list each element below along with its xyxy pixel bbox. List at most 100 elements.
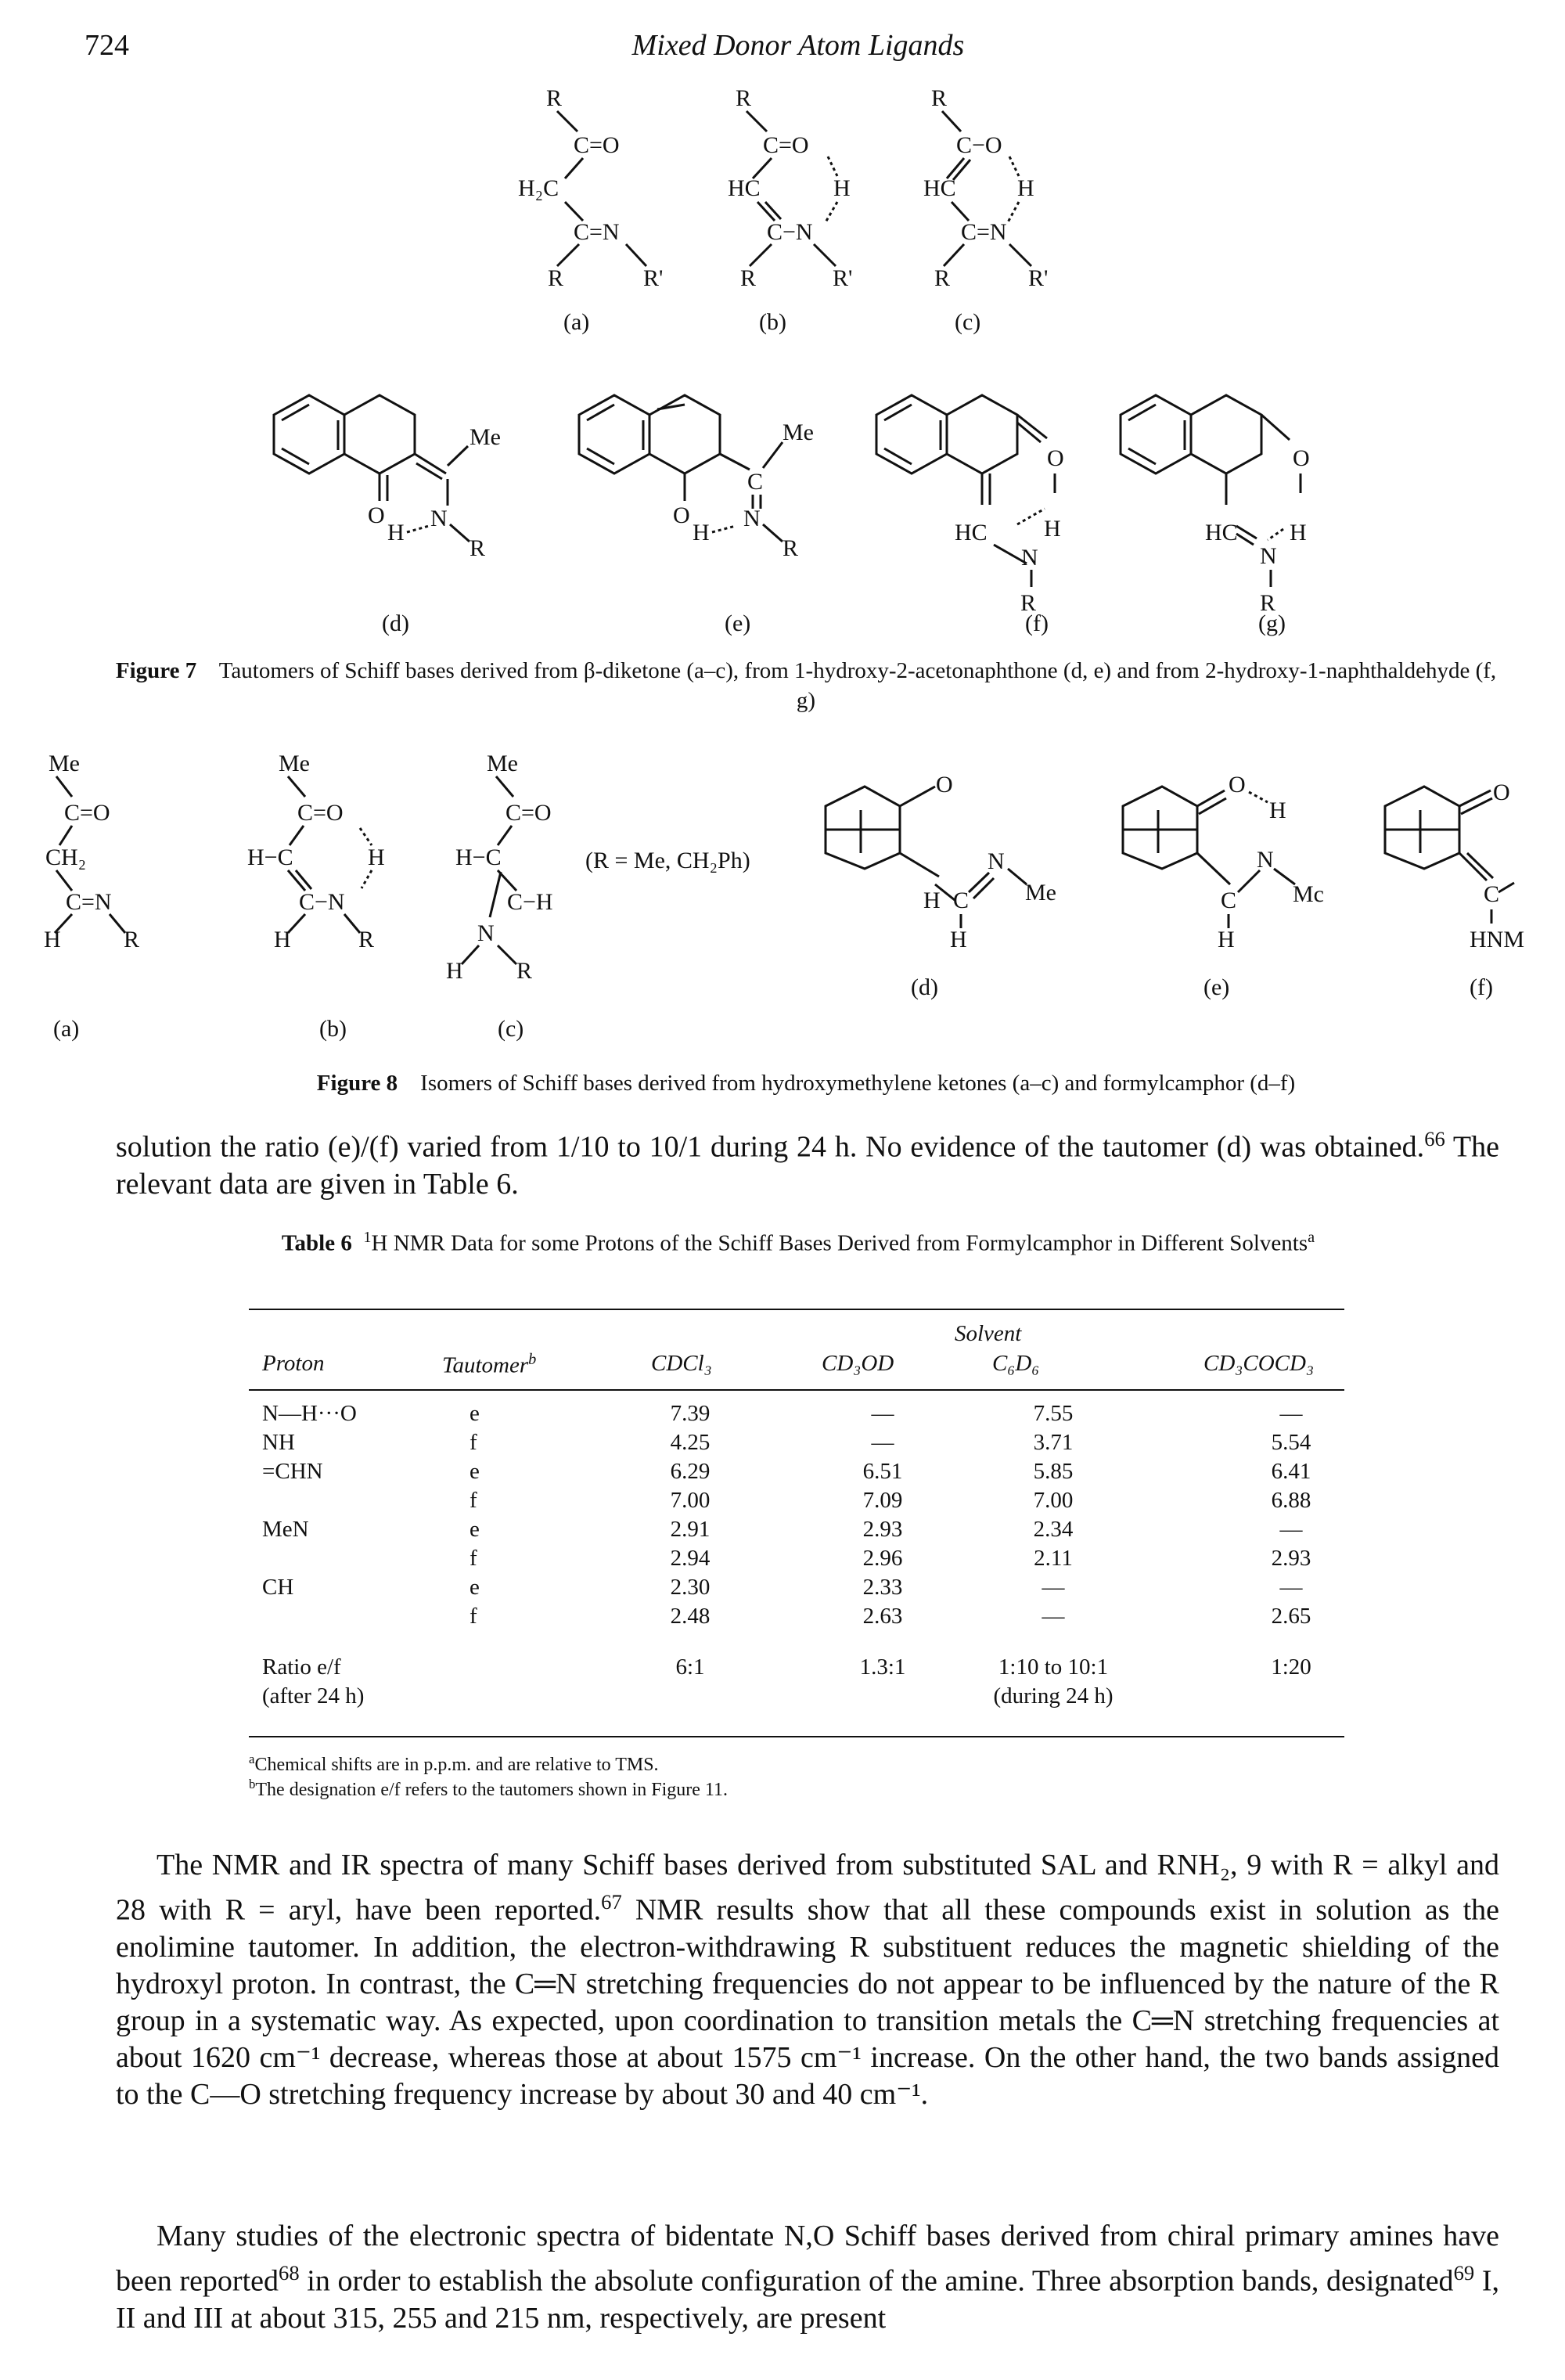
svg-text:R: R [1260,590,1275,616]
svg-text:HC: HC [1205,520,1238,545]
table-cell: e [470,1517,480,1542]
table-cell: — [871,1401,894,1426]
table-cell: (after 24 h) [262,1683,365,1708]
svg-text:H: H [923,888,941,913]
svg-text:C=N: C=N [961,219,1007,245]
svg-text:C−N: C−N [299,889,345,915]
svg-text:R: R [548,265,563,291]
table-cell: 5.85 [1033,1459,1074,1484]
table-cell: 2.91 [670,1517,711,1542]
svg-text:C=O: C=O [297,800,344,826]
svg-text:Me: Me [1025,880,1056,906]
table-cell: 1.3:1 [859,1654,906,1680]
svg-text:R: R [358,927,374,952]
figure-8-caption-text: Isomers of Schiff bases derived from hyd… [420,1071,1296,1096]
col-cd3od: CD₃OD [822,1351,894,1376]
figure-7-caption-text: Tautomers of Schiff bases derived from β… [218,658,1497,713]
svg-text:H: H [368,844,385,870]
table-cell: 7.39 [670,1401,711,1426]
svg-text:H−C: H−C [455,844,502,870]
table-cell: 6.88 [1271,1488,1311,1513]
fig8-label-a: (a) [53,1016,80,1042]
table-cell: (during 24 h) [993,1683,1113,1708]
svg-text:O: O [1493,780,1510,805]
svg-text:N: N [477,920,495,946]
table-cell: 2.33 [862,1575,903,1600]
tautomer-note-mark: b [528,1351,537,1368]
svg-text:O: O [1229,772,1246,798]
svg-text:H: H [950,927,967,952]
svg-text:C=N: C=N [574,219,620,245]
svg-text:H−C: H−C [247,844,293,870]
svg-text:HC: HC [728,175,761,201]
table-cell: 6.51 [862,1459,903,1484]
table-cell: — [1042,1604,1065,1629]
fig8-label-d: (d) [911,974,938,1000]
table-header-rule [249,1389,1344,1391]
paragraph-1: solution the ratio (e)/(f) varied from 1… [116,1121,1499,1203]
svg-text:Me: Me [487,751,518,776]
table-cell: 2.34 [1033,1517,1074,1542]
figure-8-caption-prefix: Figure 8 [316,1071,398,1096]
table-cell: f [470,1546,477,1571]
table-cell: e [470,1401,480,1426]
paragraph-3-text-1: Many studies of the electronic spectra o… [116,2220,1499,2298]
structure-8b: Me C=O H−C H C−N H R [247,751,385,952]
table-cell: e [470,1575,480,1600]
fig7-label-b: (b) [759,309,786,335]
table-cell: f [470,1604,477,1629]
svg-text:HC: HC [955,520,988,545]
paragraph-2-text-1: The NMR and IR spectra of many Schiff ba… [116,1849,1499,1927]
paragraph-2: The NMR and IR spectra of many Schiff ba… [116,1847,1499,2113]
svg-text:R': R' [1028,265,1048,291]
svg-text:O: O [368,502,385,528]
svg-text:N: N [988,848,1005,874]
svg-text:C−O: C−O [956,132,1002,158]
svg-text:HC: HC [923,175,956,201]
col-c6d6: C₆D₆ [992,1351,1040,1376]
svg-text:C−N: C−N [767,219,813,245]
fig8-r-definition: (R = Me, CH₂Ph) [585,848,750,873]
structure-8f: O C HNM [1383,780,1524,952]
svg-text:O: O [673,502,690,528]
svg-text:R: R [931,85,947,111]
table-cell: — [1042,1575,1065,1600]
table-cell: 7.55 [1033,1401,1074,1426]
fig7-label-d: (d) [382,610,409,636]
table-cell: 5.54 [1271,1430,1311,1455]
fig8-label-b: (b) [319,1016,347,1042]
table-cell: — [1279,1401,1303,1426]
table-cell: MeN [262,1517,309,1542]
svg-text:Me: Me [782,419,814,445]
table-cell: 2.63 [862,1604,903,1629]
structure-8d: O H C N Me H [824,772,1056,952]
table-cell: NH [262,1430,295,1455]
table-bottom-rule [249,1736,1344,1737]
table-cell: Ratio e/f [262,1654,341,1680]
svg-text:C=O: C=O [574,132,620,158]
svg-text:N: N [1257,847,1274,873]
svg-text:H: H [1290,520,1307,545]
svg-text:R': R' [833,265,852,291]
svg-text:C: C [1484,881,1499,907]
table-6-note-mark: a [1308,1229,1315,1246]
svg-text:H: H [274,927,291,952]
svg-text:R: R [124,927,139,952]
svg-text:C: C [953,888,969,913]
svg-text:C−H: C−H [507,889,553,915]
svg-text:H: H [1269,798,1286,823]
table-cell: 2.48 [670,1604,711,1629]
svg-text:R: R [516,958,532,984]
table-column-headers: Proton Tautomerb CDCl₃ CD₃OD C₆D₆ CD₃COC… [0,1351,1565,1382]
svg-text:H: H [833,175,851,201]
reference-66: 66 [1424,1127,1445,1150]
svg-text:H: H [693,520,710,545]
reference-68: 68 [279,2261,300,2285]
